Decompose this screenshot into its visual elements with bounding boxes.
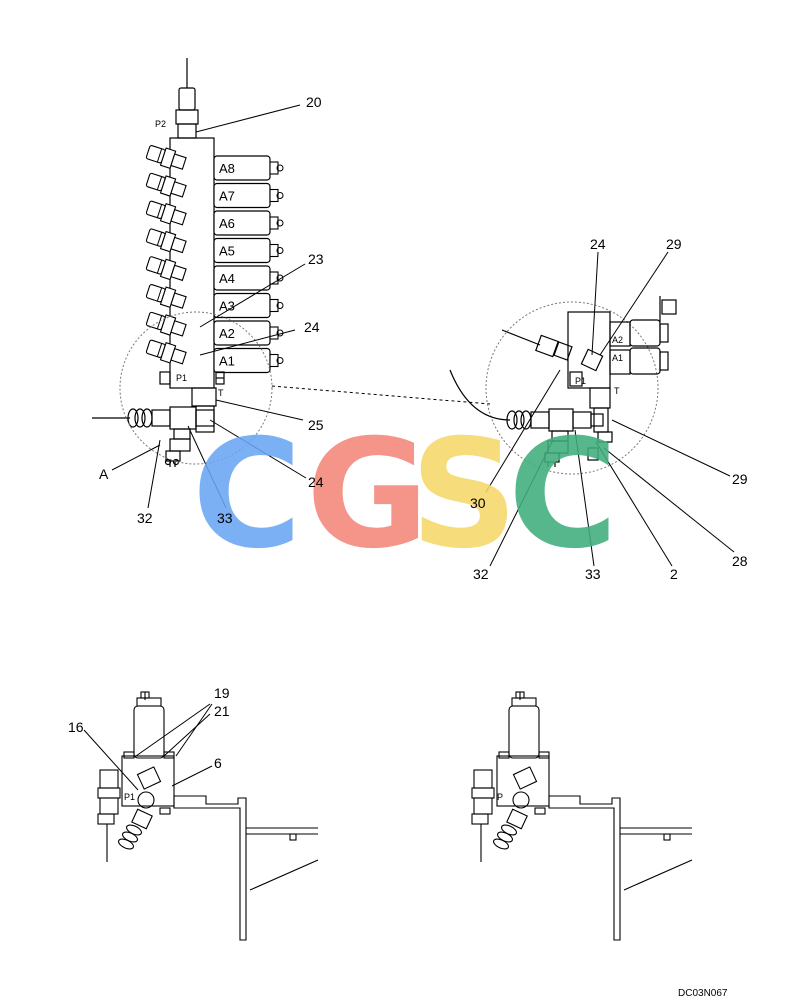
valve-label-a2-detail: A2 xyxy=(612,335,623,345)
watermark-letter: G xyxy=(306,408,429,582)
callout-30: 30 xyxy=(470,495,486,511)
detail-valve-assembly xyxy=(449,296,677,467)
drawing-code: DC03N067 xyxy=(678,988,728,999)
hose-fittings xyxy=(145,145,187,365)
port-labels: P2 P1 T P1 T P1 P xyxy=(124,119,620,802)
detail-circle-left xyxy=(119,311,273,465)
valve-label: A1 xyxy=(219,354,235,369)
callout-20: 20 xyxy=(306,94,322,110)
port-label-t: T xyxy=(218,388,224,398)
valve-label: A8 xyxy=(219,161,235,176)
callout-6: 6 xyxy=(214,755,222,771)
detail-circle-right xyxy=(485,301,659,475)
hose-fitting xyxy=(145,284,187,309)
solenoid-valve: A5 xyxy=(213,237,284,264)
callout-24: 24 xyxy=(304,319,320,335)
valve-label: A7 xyxy=(219,189,235,204)
callout-28: 28 xyxy=(732,553,748,569)
solenoid-valve: A8 xyxy=(213,155,284,181)
hose-fitting xyxy=(145,145,187,170)
solenoid-valve: A1 xyxy=(213,347,284,374)
hose-fitting xyxy=(145,256,187,282)
view-label-a: A xyxy=(99,466,109,482)
callout-24: 24 xyxy=(590,236,606,252)
hose-fitting xyxy=(145,339,187,365)
callout-25: 25 xyxy=(308,417,324,433)
valve-label-a1-detail: A1 xyxy=(612,353,623,363)
p1-fitting xyxy=(159,371,225,385)
bracket-detail-right xyxy=(471,691,693,941)
watermark-letter: C xyxy=(192,408,302,582)
callout-19: 19 xyxy=(214,685,230,701)
solenoid-valve: A4 xyxy=(213,265,284,291)
solenoid-valve: A7 xyxy=(213,182,284,209)
hose-fitting xyxy=(145,172,187,198)
callout-16: 16 xyxy=(68,719,84,735)
valve-label: A6 xyxy=(219,216,235,231)
callout-21: 21 xyxy=(214,703,230,719)
callout-32: 32 xyxy=(473,566,489,582)
hose-fitting xyxy=(145,228,187,254)
callout-24: 24 xyxy=(308,474,324,490)
port-label-t-detail: T xyxy=(614,386,620,396)
callout-29: 29 xyxy=(666,236,682,252)
tee-assembly xyxy=(92,406,215,467)
port-label-p-bracket: P xyxy=(497,792,503,802)
callout-33: 33 xyxy=(585,566,601,582)
callout-32: 32 xyxy=(137,510,153,526)
callout-33: 33 xyxy=(217,510,233,526)
valve-label: A5 xyxy=(219,244,235,259)
solenoid-valve: A2 xyxy=(213,320,284,346)
detail-link-line xyxy=(271,385,491,405)
hose-fitting xyxy=(145,200,187,226)
callout-29: 29 xyxy=(732,471,748,487)
port-label-p1-bracket: P1 xyxy=(124,792,135,802)
callout-23: 23 xyxy=(308,251,324,267)
port-label-p1-detail: P1 xyxy=(575,376,586,386)
watermark: C G S C xyxy=(192,408,618,582)
callout-numbers: 20 23 24 25 24 A 32 33 24 29 29 30 32 33… xyxy=(68,94,748,771)
leader-lines xyxy=(83,104,735,791)
detail-valve-labels: A2 A1 xyxy=(612,335,623,363)
valve-label: A4 xyxy=(219,271,235,286)
solenoid-valve: A3 xyxy=(213,292,284,319)
valve-label: A2 xyxy=(219,326,235,341)
watermark-letter: C xyxy=(508,408,618,582)
solenoid-valve: A6 xyxy=(213,210,284,236)
callout-2: 2 xyxy=(670,566,678,582)
hose-fitting xyxy=(145,311,187,337)
port-label-p2: P2 xyxy=(155,119,166,129)
bracket-detail-left xyxy=(97,691,319,941)
port-label-p1: P1 xyxy=(176,373,187,383)
watermark-letter: S xyxy=(410,408,518,582)
valve-label: A3 xyxy=(219,299,235,314)
